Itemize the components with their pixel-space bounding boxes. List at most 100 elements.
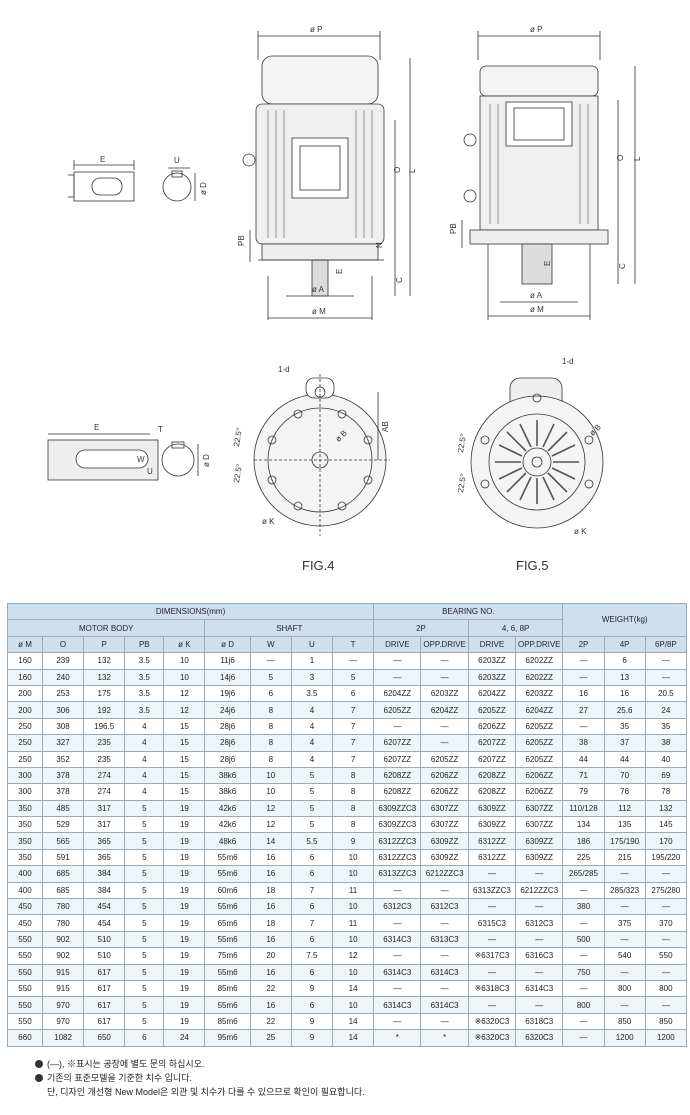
table-cell: 10 xyxy=(331,898,375,916)
table-cell: 132 xyxy=(83,668,126,686)
table-cell: 5 xyxy=(124,1012,165,1031)
table-cell: 8 xyxy=(249,717,292,736)
table-cell: 225 xyxy=(562,848,605,867)
table-cell: 19 xyxy=(163,1012,206,1031)
label-ab: AB xyxy=(381,421,390,432)
table-cell: 800 xyxy=(644,979,688,998)
table-cell: — xyxy=(467,963,517,981)
table-cell: 660 xyxy=(7,1029,43,1047)
dimensions-table: DIMENSIONS(mm) BEARING NO. WEIGHT(kg) MO… xyxy=(6,602,688,1047)
table-cell: 5 xyxy=(290,816,334,834)
label-oa-right: ø A xyxy=(530,291,543,300)
table-cell: 24 xyxy=(644,701,688,719)
table-cell: 5 xyxy=(290,799,334,818)
table-cell: 16 xyxy=(249,996,292,1014)
table-cell: 25.6 xyxy=(603,701,646,719)
column-header: W xyxy=(249,635,292,654)
label-pb-right: PB xyxy=(449,223,458,234)
label-w-bottom: W xyxy=(137,455,145,464)
table-cell: — xyxy=(373,717,422,736)
table-cell: 19 xyxy=(163,816,206,834)
table-cell: 6206ZZ xyxy=(515,766,564,785)
technical-drawings: E U ø D ø P ø M ø A O L xyxy=(47,25,642,536)
table-cell: 10 xyxy=(163,668,206,686)
table-cell: — xyxy=(467,865,517,883)
table-cell: 8 xyxy=(249,701,292,719)
table-cell: 70 xyxy=(603,766,646,785)
table-cell: — xyxy=(420,881,469,900)
table-cell: 4 xyxy=(290,701,334,719)
label-e-top: E xyxy=(100,155,105,164)
table-cell: 6312C3 xyxy=(420,898,469,916)
table-cell: 20 xyxy=(249,947,292,965)
table-cell: 915 xyxy=(41,979,85,998)
table-cell: — xyxy=(420,979,469,998)
column-header: DRIVE xyxy=(373,635,422,654)
table-cell: 750 xyxy=(562,963,605,981)
table-cell: — xyxy=(562,881,605,900)
table-cell: 55m6 xyxy=(204,996,251,1014)
table-cell: 6208ZZ xyxy=(373,783,422,801)
table-cell: 780 xyxy=(41,898,85,916)
table-cell: 350 xyxy=(7,832,43,850)
fig4-label: FIG.4 xyxy=(302,558,335,573)
table-cell: 44 xyxy=(603,750,646,768)
table-cell: — xyxy=(373,1012,422,1031)
table-cell: 134 xyxy=(562,816,605,834)
table-cell: 274 xyxy=(83,766,126,785)
table-cell: — xyxy=(644,930,688,949)
column-header: DRIVE xyxy=(467,635,517,654)
table-cell: 6309ZZC3 xyxy=(373,799,422,818)
column-header: ø K xyxy=(163,635,206,654)
table-cell: 19 xyxy=(163,930,206,949)
table-cell: 485 xyxy=(41,799,85,818)
motor-side-view-right: ø P ø M ø A O L C E PB xyxy=(449,25,642,320)
table-cell: 6203ZZ xyxy=(467,652,517,670)
table-cell: — xyxy=(467,996,517,1014)
note-1-text: (—), ※표시는 공장에 별도 문의 하십시오. xyxy=(47,1059,205,1069)
table-cell: 1082 xyxy=(41,1029,85,1047)
table-cell: 454 xyxy=(83,914,126,932)
table-cell: 5 xyxy=(290,766,334,785)
label-one-d-fig4: 1-d xyxy=(278,365,290,374)
table-cell: 85m6 xyxy=(204,979,251,998)
table-cell: 454 xyxy=(83,898,126,916)
table-cell: ※6320C3 xyxy=(467,1012,517,1031)
table-cell: — xyxy=(515,963,564,981)
table-cell: 591 xyxy=(41,848,85,867)
table-cell: 5 xyxy=(124,848,165,867)
fig5-fins xyxy=(495,420,579,504)
table-cell: 3.5 xyxy=(124,701,165,719)
table-cell: 6206ZZ xyxy=(420,766,469,785)
table-cell: 15 xyxy=(163,717,206,736)
table-cell: 6 xyxy=(290,930,334,949)
table-cell: 192 xyxy=(83,701,126,719)
table-cell: 12 xyxy=(163,701,206,719)
table-cell: 14 xyxy=(331,1012,375,1031)
table-cell: 617 xyxy=(83,1012,126,1031)
table-cell: 112 xyxy=(603,799,646,818)
table-cell: 6205ZZ xyxy=(420,750,469,768)
table-cell: 5.5 xyxy=(290,832,334,850)
table-cell: 6316C3 xyxy=(515,947,564,965)
table-cell: 550 xyxy=(7,996,43,1014)
table-cell: 617 xyxy=(83,979,126,998)
table-cell: 175 xyxy=(83,684,126,703)
table-cell: 215 xyxy=(603,848,646,867)
table-cell: 12 xyxy=(249,816,292,834)
table-cell: 450 xyxy=(7,898,43,916)
label-angle-fig4-bottom: 22.5° xyxy=(232,463,244,483)
table-cell: 6204ZZ xyxy=(420,701,469,719)
table-cell: 6207ZZ xyxy=(373,750,422,768)
table-cell: 16 xyxy=(249,865,292,883)
table-cell: 400 xyxy=(7,865,43,883)
table-cell: 8 xyxy=(331,799,375,818)
table-cell: 902 xyxy=(41,947,85,965)
table-cell: 327 xyxy=(41,734,85,752)
table-cell: 6320C3 xyxy=(515,1029,564,1047)
